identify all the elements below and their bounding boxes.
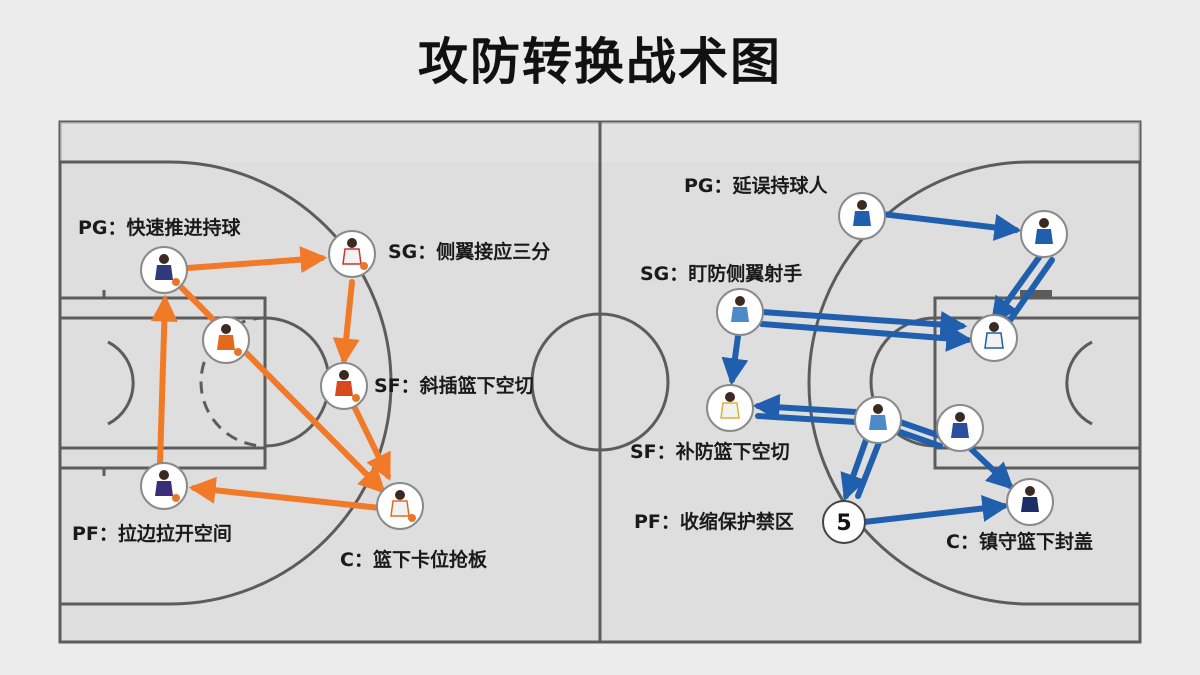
defense-player-c: [1006, 478, 1054, 526]
labels: PG：快速推进持球 SG：侧翼接应三分 SF：斜插篮下空切 C：篮下卡位抢板 P…: [72, 174, 1093, 571]
defense-player-top: [1020, 210, 1068, 258]
label-defense-pg: PG：延误持球人: [684, 174, 829, 197]
defense-arrow-mid-pf-a: [840, 437, 869, 502]
defense-arrow-sg-sf: [721, 333, 749, 386]
offense-player-o6: [202, 316, 250, 364]
offense-arrow-pg-sg: [185, 246, 328, 274]
offense-arrow-c-pf: [188, 476, 383, 511]
defense-arrow-mid-sf-a: [752, 393, 859, 421]
label-offense-pg: PG：快速推进持球: [78, 216, 242, 239]
defense-arrow-mid-right-b: [897, 429, 943, 449]
defense-arrow-right-c: [967, 445, 1014, 490]
defense-player-right: [936, 404, 984, 452]
left-three-point-arc: [60, 160, 393, 606]
offense-arrows: [150, 246, 391, 511]
defense-player-pf-marker: 5: [822, 500, 866, 544]
label-offense-c: C：篮下卡位抢板: [340, 548, 488, 571]
defense-player-lane: [970, 314, 1018, 362]
label-defense-pf: PF：收缩保护禁区: [634, 510, 794, 533]
page-title: 攻防转换战术图: [418, 33, 782, 91]
right-backboard: [1020, 290, 1052, 298]
center-circle: [530, 312, 670, 452]
defense-arrow-sg-lane-a: [759, 309, 968, 338]
defense-arrow-pf-c: [861, 495, 1010, 525]
label-defense-sf: SF：补防篮下空切: [630, 440, 790, 463]
defense-arrows: [721, 211, 1055, 525]
offense-player-c: [376, 482, 424, 530]
label-defense-c: C：镇守篮下封盖: [946, 530, 1093, 553]
left-restricted-arc: [107, 340, 135, 426]
defense-arrow-pg-top: [879, 211, 1022, 241]
defense-player-sf: [706, 384, 754, 432]
defense-arrow-mid-pf-b: [855, 437, 883, 499]
defense-arrow-top-lane-a: [990, 253, 1043, 325]
defense-players: 5: [706, 192, 1068, 544]
defense-player-mid: [854, 396, 902, 444]
right-lane-inner: [933, 316, 1142, 450]
right-restricted-arc: [1065, 340, 1093, 426]
defense-player-pg: [838, 192, 886, 240]
offense-player-pg: [140, 246, 188, 294]
label-offense-sf: SF：斜插篮下空切: [374, 374, 534, 397]
label-offense-sg: SG：侧翼接应三分: [388, 240, 550, 263]
defense-arrow-mid-sf-b: [755, 413, 859, 425]
defense-arrow-mid-right-a: [897, 419, 943, 439]
label-defense-sg: SG：盯防侧翼射手: [640, 262, 802, 285]
defense-arrow-top-lane-b: [1003, 257, 1055, 329]
offense-arrow-pg-c: [175, 281, 386, 494]
offense-player-sf: [320, 362, 368, 410]
defense-player-sg: [716, 288, 764, 336]
offense-player-pf: [140, 462, 188, 510]
offense-arrow-sf-c: [349, 399, 391, 481]
offense-players: [140, 230, 424, 530]
offense-arrow-sg-sf: [332, 279, 360, 366]
offense-arrow-pf-pg: [150, 294, 178, 467]
defense-arrow-sg-lane-b: [759, 321, 974, 352]
pf-marker-number: 5: [836, 511, 851, 536]
right-three-point-arc: [807, 160, 1140, 606]
label-offense-pf: PF：拉边拉开空间: [72, 522, 232, 545]
offense-player-sg: [328, 230, 376, 278]
